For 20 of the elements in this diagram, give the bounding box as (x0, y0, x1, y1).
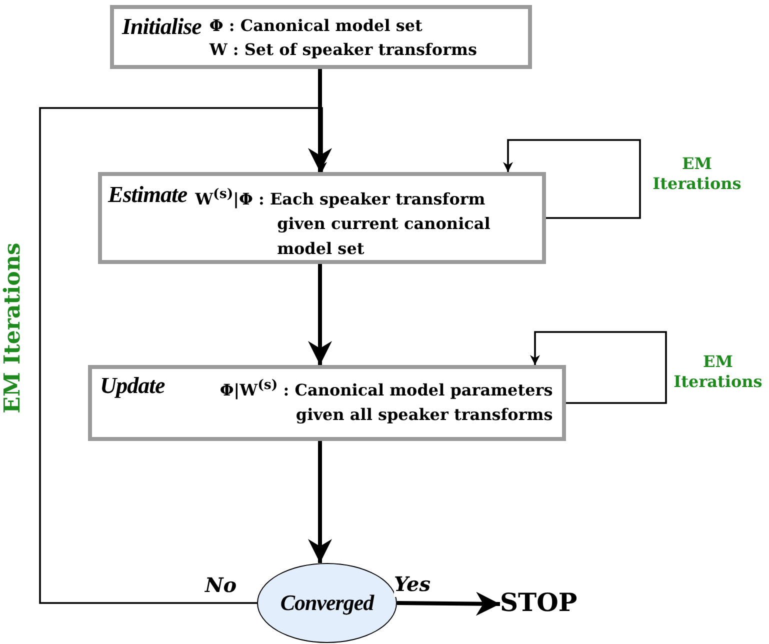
arrow (308, 264, 332, 365)
arrow (530, 331, 667, 404)
loop-label: EM Iterations (0, 242, 26, 414)
definition-text: W : Set of speaker transforms (209, 39, 477, 61)
step-heading: Initialise (122, 14, 202, 40)
terminal-label: STOP (500, 588, 578, 617)
definition-text: Φ : Canonical model set (209, 15, 424, 37)
arrow (396, 592, 500, 616)
node-label: Converged (280, 590, 374, 616)
step-heading: Estimate (108, 182, 188, 208)
description-text: Φ|W$^{(s)}$ : Canonical model parameters given all speaker transforms (218, 376, 553, 426)
process-box (98, 172, 546, 264)
arrow (39, 107, 327, 604)
arrow (503, 139, 641, 219)
arrow (308, 441, 332, 563)
process-box (110, 5, 532, 69)
arrow (308, 69, 332, 172)
process-box (88, 365, 566, 441)
description-text: W$^{(s)}$|Φ : Each speaker transform given current canonical model set (195, 185, 492, 260)
step-heading: Update (100, 373, 165, 399)
